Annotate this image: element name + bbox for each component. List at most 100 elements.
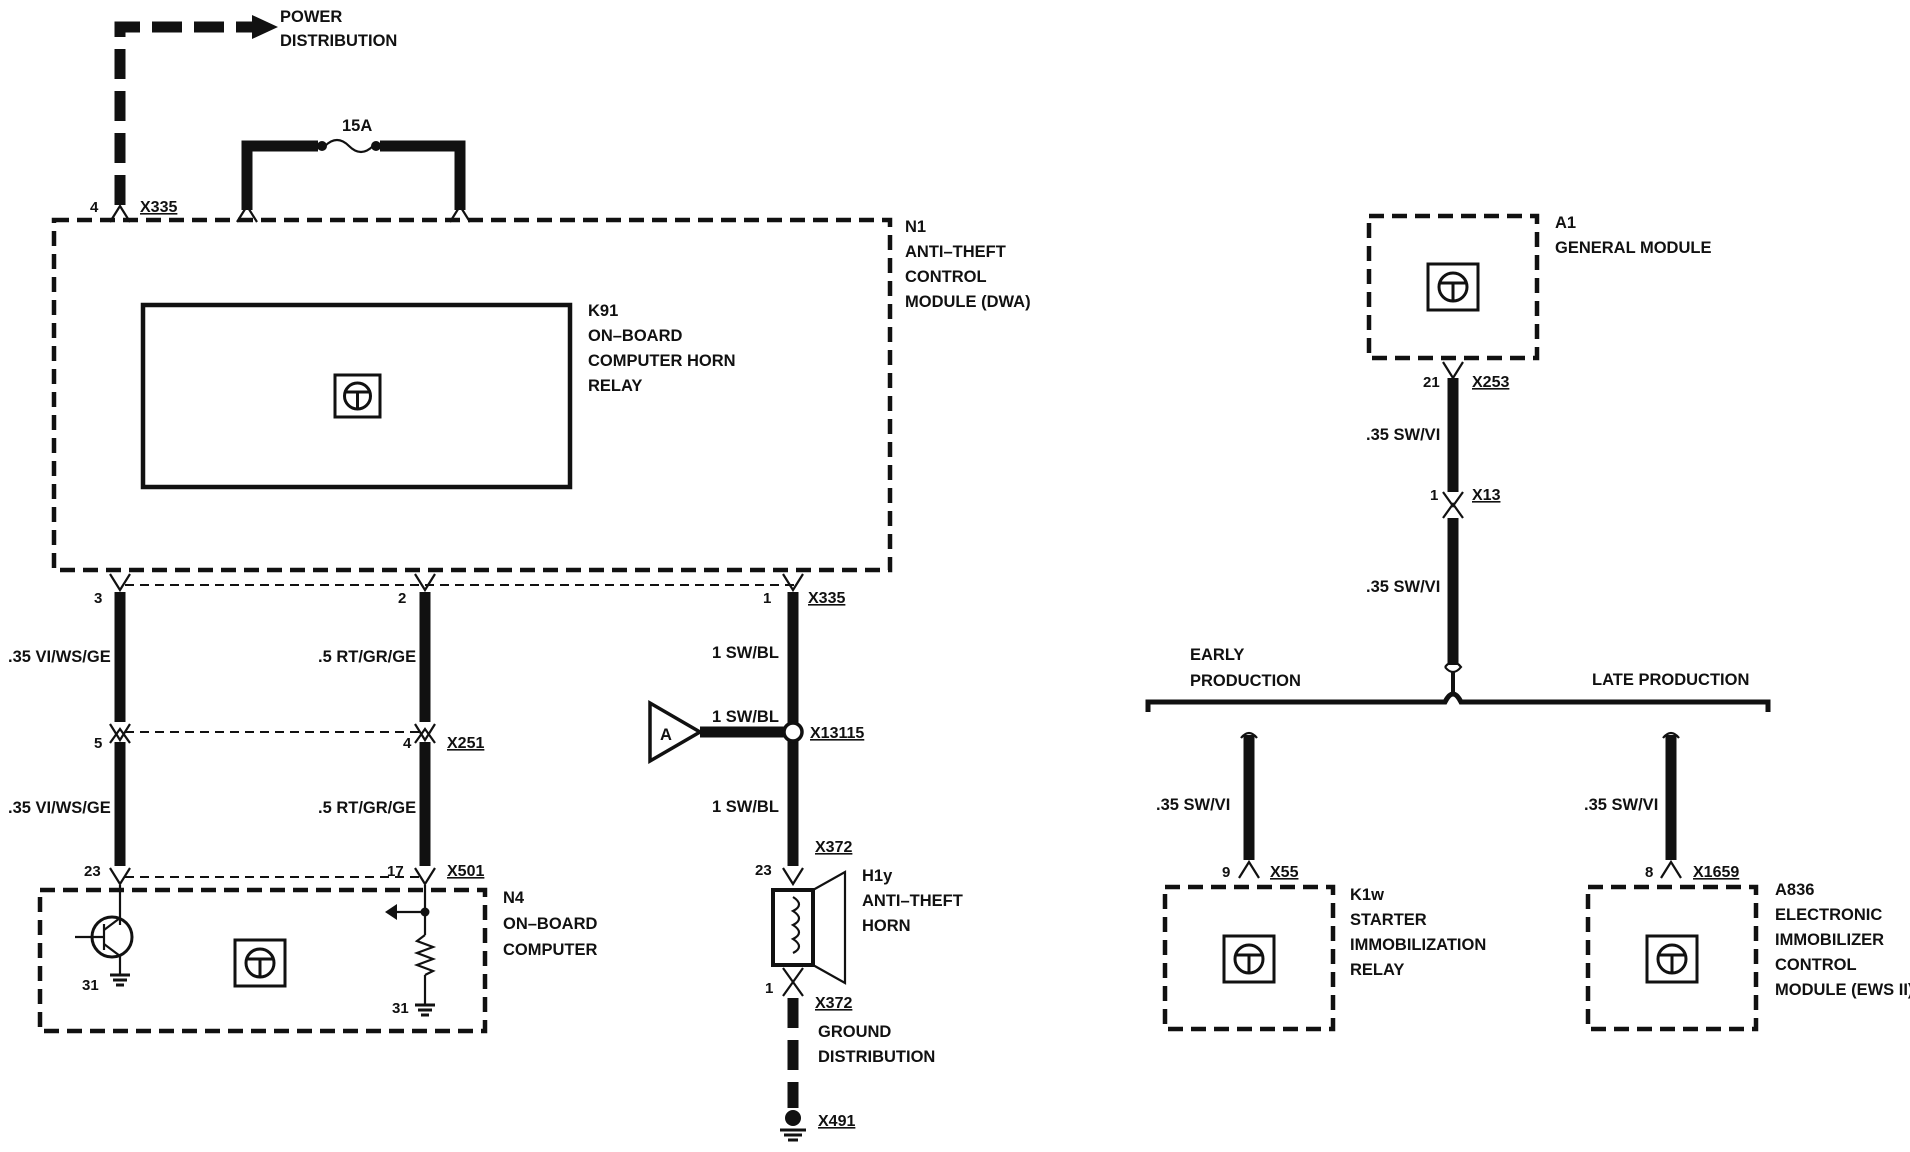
pin-23-n4: 23 xyxy=(84,863,101,880)
offpage-a-label: A xyxy=(660,726,672,744)
pin-5: 5 xyxy=(94,735,102,752)
connector-x372-bottom: X372 xyxy=(815,995,852,1012)
pin-1-horn: 1 xyxy=(765,980,773,997)
k1w-starter-relay-box xyxy=(1162,884,1336,1032)
connector-x253: X253 xyxy=(1472,374,1509,391)
a1-general-module-box xyxy=(1366,213,1540,361)
a1-label: GENERAL MODULE xyxy=(1555,239,1711,257)
pin-31-right: 31 xyxy=(392,1000,409,1017)
wire-label-rt-upper: .5 RT/GR/GE xyxy=(318,648,416,666)
a836-label-2: IMMOBILIZER xyxy=(1775,931,1884,949)
n1-label-2: CONTROL xyxy=(905,268,987,286)
pin-4-x251: 4 xyxy=(403,735,412,752)
splice-x13115: X13115 xyxy=(810,725,864,742)
h1y-label-1: ANTI–THEFT xyxy=(862,892,963,910)
wire-label-rt-lower: .5 RT/GR/GE xyxy=(318,799,416,817)
connector-x1659: X1659 xyxy=(1693,864,1739,881)
wire-label-k1w: .35 SW/VI xyxy=(1156,796,1230,814)
n4-label-2: COMPUTER xyxy=(503,941,598,959)
h1y-label-2: HORN xyxy=(862,917,911,935)
connector-x372-top: X372 xyxy=(815,839,852,856)
a1-control-unit-icon xyxy=(1426,262,1480,312)
n1-id: N1 xyxy=(905,218,926,236)
k1w-label-2: IMMOBILIZATION xyxy=(1350,936,1486,954)
k91-label-2: COMPUTER HORN xyxy=(588,352,736,370)
pin-9: 9 xyxy=(1222,864,1230,881)
pin-4-top: 4 xyxy=(90,199,99,216)
h1y-id: H1y xyxy=(862,867,893,885)
early-production-label-1: EARLY xyxy=(1190,646,1244,664)
connector-x335-top: X335 xyxy=(140,199,177,216)
connector-x55: X55 xyxy=(1270,864,1299,881)
power-distribution-label-2: DISTRIBUTION xyxy=(280,32,397,50)
horn-ground-terminal xyxy=(782,967,804,997)
input-resistor-symbol xyxy=(385,885,437,1017)
k91-label-1: ON–BOARD xyxy=(588,327,683,345)
a836-ews-module-box xyxy=(1585,884,1759,1032)
k91-label-3: RELAY xyxy=(588,377,642,395)
early-production-label-2: PRODUCTION xyxy=(1190,672,1301,690)
wire-label-vi-lower: .35 VI/WS/GE xyxy=(8,799,111,817)
ground-wire xyxy=(780,998,806,1142)
a836-label-3: CONTROL xyxy=(1775,956,1857,974)
wire-label-a836: .35 SW/VI xyxy=(1584,796,1658,814)
power-distribution-label-1: POWER xyxy=(280,8,342,26)
connector-x501: X501 xyxy=(447,863,484,880)
n4-label-1: ON–BOARD xyxy=(503,915,598,933)
ground-distribution-label-1: GROUND xyxy=(818,1023,891,1041)
connector-x335-bottom: X335 xyxy=(808,590,845,607)
n4-control-unit-icon xyxy=(233,938,287,988)
k91-horn-relay-box xyxy=(140,302,573,490)
ground-distribution-label-2: DISTRIBUTION xyxy=(818,1048,935,1066)
production-split-bus xyxy=(1145,672,1771,712)
k91-id: K91 xyxy=(588,302,618,320)
n1-anti-theft-module-box xyxy=(51,217,893,573)
wire-label-a1-lower: .35 SW/VI xyxy=(1366,578,1440,596)
wire-label-sw-lower: 1 SW/BL xyxy=(712,798,779,816)
n1-top-terminals xyxy=(109,203,471,223)
a1-id: A1 xyxy=(1555,214,1576,232)
fuse-15a xyxy=(241,138,466,210)
a836-label-4: MODULE (EWS II) xyxy=(1775,981,1910,999)
pin-21: 21 xyxy=(1423,374,1440,391)
n1-bottom-terminals xyxy=(109,573,804,593)
fuse-rating-label: 15A xyxy=(342,117,372,135)
transistor-symbol xyxy=(75,885,134,987)
n1-label-3: MODULE (DWA) xyxy=(905,293,1031,311)
wire-k1w-sw-vi xyxy=(1238,731,1260,879)
connector-x13: X13 xyxy=(1472,487,1501,504)
a836-id: A836 xyxy=(1775,881,1814,899)
a836-control-unit-icon xyxy=(1645,934,1699,984)
wire-label-a1-upper: .35 SW/VI xyxy=(1366,426,1440,444)
n4-on-board-computer-box xyxy=(37,887,488,1034)
n1-label-1: ANTI–THEFT xyxy=(905,243,1006,261)
pin-8: 8 xyxy=(1645,864,1653,881)
late-production-label: LATE PRODUCTION xyxy=(1592,671,1749,689)
a836-label-1: ELECTRONIC xyxy=(1775,906,1882,924)
pin-3: 3 xyxy=(94,590,102,607)
pin-31-left: 31 xyxy=(82,977,99,994)
pin-17: 17 xyxy=(387,863,404,880)
k1w-label-1: STARTER xyxy=(1350,911,1427,929)
pin-1-x13: 1 xyxy=(1430,487,1438,504)
pin-23-horn: 23 xyxy=(755,862,772,879)
k1w-control-unit-icon xyxy=(1222,934,1276,984)
wire-label-sw-upper: 1 SW/BL xyxy=(712,644,779,662)
n4-id: N4 xyxy=(503,889,525,907)
k91-control-unit-icon xyxy=(333,373,382,419)
wire-label-sw-splice: 1 SW/BL xyxy=(712,708,779,726)
wire-label-vi-upper: .35 VI/WS/GE xyxy=(8,648,111,666)
k1w-id: K1w xyxy=(1350,886,1384,904)
wire-a836-sw-vi xyxy=(1660,731,1682,879)
ground-x491: X491 xyxy=(818,1113,855,1130)
k1w-label-3: RELAY xyxy=(1350,961,1404,979)
connector-x251: X251 xyxy=(447,735,484,752)
wire-rt-gr-ge xyxy=(414,592,436,887)
offpage-connector-a xyxy=(648,699,804,765)
wire-vi-ws-ge xyxy=(109,592,131,887)
pin-1-x335: 1 xyxy=(763,590,771,607)
horn-symbol xyxy=(771,870,847,985)
wire-a1-sw-vi xyxy=(1442,361,1464,674)
pin-2: 2 xyxy=(398,590,406,607)
